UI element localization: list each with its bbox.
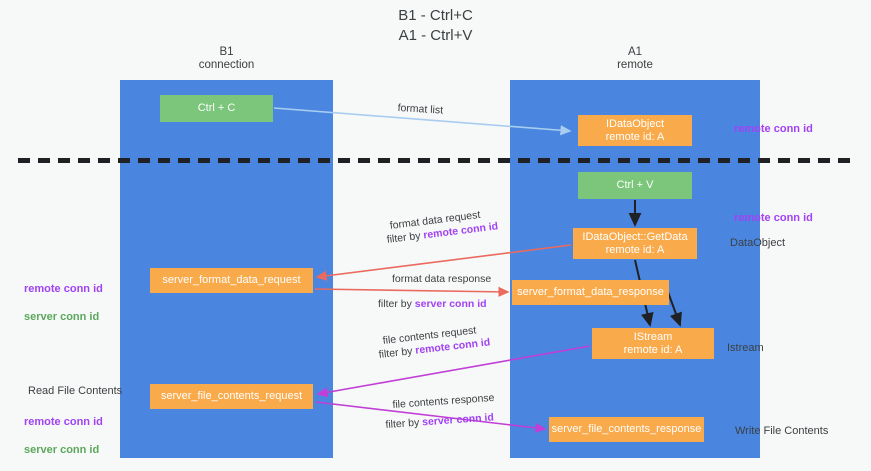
- edge-label-format-data-response: format data response: [392, 273, 492, 285]
- label-remote-conn-id-top: remote conn id: [734, 123, 813, 135]
- edge-file-contents-request: [316, 345, 591, 398]
- dashed-divider: [18, 158, 858, 163]
- edge-response-istream: [667, 291, 682, 327]
- edge-label-filter-server-1: filter by server conn id: [378, 297, 487, 311]
- lane-a1-header: A1 remote: [617, 46, 653, 71]
- filter-by-text-4: filter by: [385, 416, 423, 431]
- lane-b1-header: B1 connection: [198, 46, 255, 71]
- label-server-conn-id-left-bottom: server conn id: [24, 444, 100, 456]
- edge-format-data-request: [315, 244, 572, 281]
- label-remote-conn-id-mid: remote conn id: [734, 212, 813, 224]
- page-title: B1 - Ctrl+C A1 - Ctrl+V: [398, 7, 473, 44]
- node-server-file-contents-request[interactable]: server_file_contents_request: [150, 384, 313, 409]
- edge-file-contents-response: [315, 401, 547, 433]
- edge-format-data-response: [314, 286, 510, 297]
- node-ctrl-c[interactable]: Ctrl + C: [160, 95, 273, 122]
- label-remote-conn-id-left-bottom: remote conn id: [24, 416, 103, 428]
- node-server-format-data-request[interactable]: server_format_data_request: [150, 268, 313, 293]
- filter-by-text-2: filter by: [378, 298, 415, 310]
- server-conn-id-emph-1: server conn id: [414, 298, 487, 310]
- node-ctrl-v[interactable]: Ctrl + V: [578, 172, 692, 199]
- edge-format-list: [273, 107, 572, 136]
- label-dataobject: DataObject: [730, 237, 786, 249]
- label-left-conn-ids-bottom: remote conn id server conn id: [24, 401, 103, 471]
- label-remote-conn-id-left-mid: remote conn id: [24, 283, 103, 295]
- node-idataobject[interactable]: IDataObject remote id: A: [578, 115, 692, 146]
- label-istream: Istream: [727, 342, 764, 354]
- label-read-file-contents: Read File Contents: [28, 385, 123, 397]
- label-server-conn-id-left-mid: server conn id: [24, 311, 100, 323]
- label-left-conn-ids-mid: remote conn id server conn id: [24, 268, 103, 338]
- label-write-file-contents: Write File Contents: [735, 425, 829, 437]
- edge-label-format-list: format list: [397, 101, 444, 117]
- node-istream[interactable]: IStream remote id: A: [592, 328, 714, 359]
- node-server-format-data-response[interactable]: server_format_data_response: [512, 280, 669, 305]
- node-server-file-contents-response[interactable]: server_file_contents_response: [549, 417, 704, 442]
- node-idataobject-getdata[interactable]: IDataObject::GetData remote id: A: [573, 228, 697, 259]
